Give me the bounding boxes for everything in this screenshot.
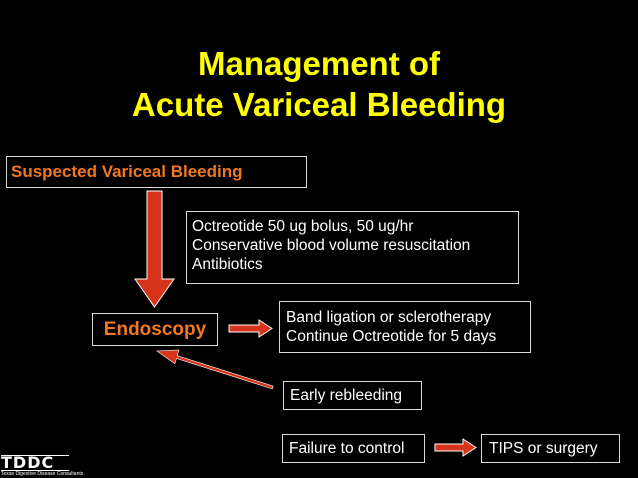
tips-or-surgery-box: TIPS or surgery <box>481 434 620 463</box>
tddc-logo: TDDC Texas Digestive Disease Consultants <box>1 455 84 477</box>
band-line-1: Band ligation or sclerotherapy <box>286 309 492 326</box>
failure-to-control-box: Failure to control <box>282 434 425 463</box>
tips-or-surgery-label: TIPS or surgery <box>489 440 598 457</box>
right-arrow-failure-to-tips <box>434 438 477 457</box>
early-rebleeding-box: Early rebleeding <box>283 381 422 410</box>
title-line-2: Acute Variceal Bleeding <box>131 86 507 123</box>
tddc-logo-mark: TDDC <box>1 455 69 471</box>
back-arrow-rebleeding-to-endoscopy <box>156 349 274 390</box>
suspected-variceal-bleeding-box: Suspected Variceal Bleeding <box>6 156 307 188</box>
treatment-line-3: Antibiotics <box>192 256 263 273</box>
endoscopy-label: Endoscopy <box>103 319 207 340</box>
treatment-line-2: Conservative blood volume resuscitation <box>192 237 471 254</box>
suspected-variceal-bleeding-label: Suspected Variceal Bleeding <box>11 162 243 181</box>
endoscopy-box: Endoscopy <box>92 313 218 346</box>
initial-treatment-box: Octreotide 50 ug bolus, 50 ug/hr Conserv… <box>186 211 519 284</box>
tddc-logo-text: Texas Digestive Disease Consultants <box>1 471 84 477</box>
title-line-1: Management of <box>197 45 441 82</box>
failure-to-control-label: Failure to control <box>289 440 405 457</box>
band-line-2: Continue Octreotide for 5 days <box>286 328 497 345</box>
treatment-line-1: Octreotide 50 ug bolus, 50 ug/hr <box>192 218 414 235</box>
down-arrow-suspected-to-endoscopy <box>134 190 175 308</box>
band-ligation-box: Band ligation or sclerotherapy Continue … <box>279 301 531 353</box>
early-rebleeding-label: Early rebleeding <box>290 387 403 404</box>
right-arrow-endoscopy-to-band <box>228 319 273 338</box>
